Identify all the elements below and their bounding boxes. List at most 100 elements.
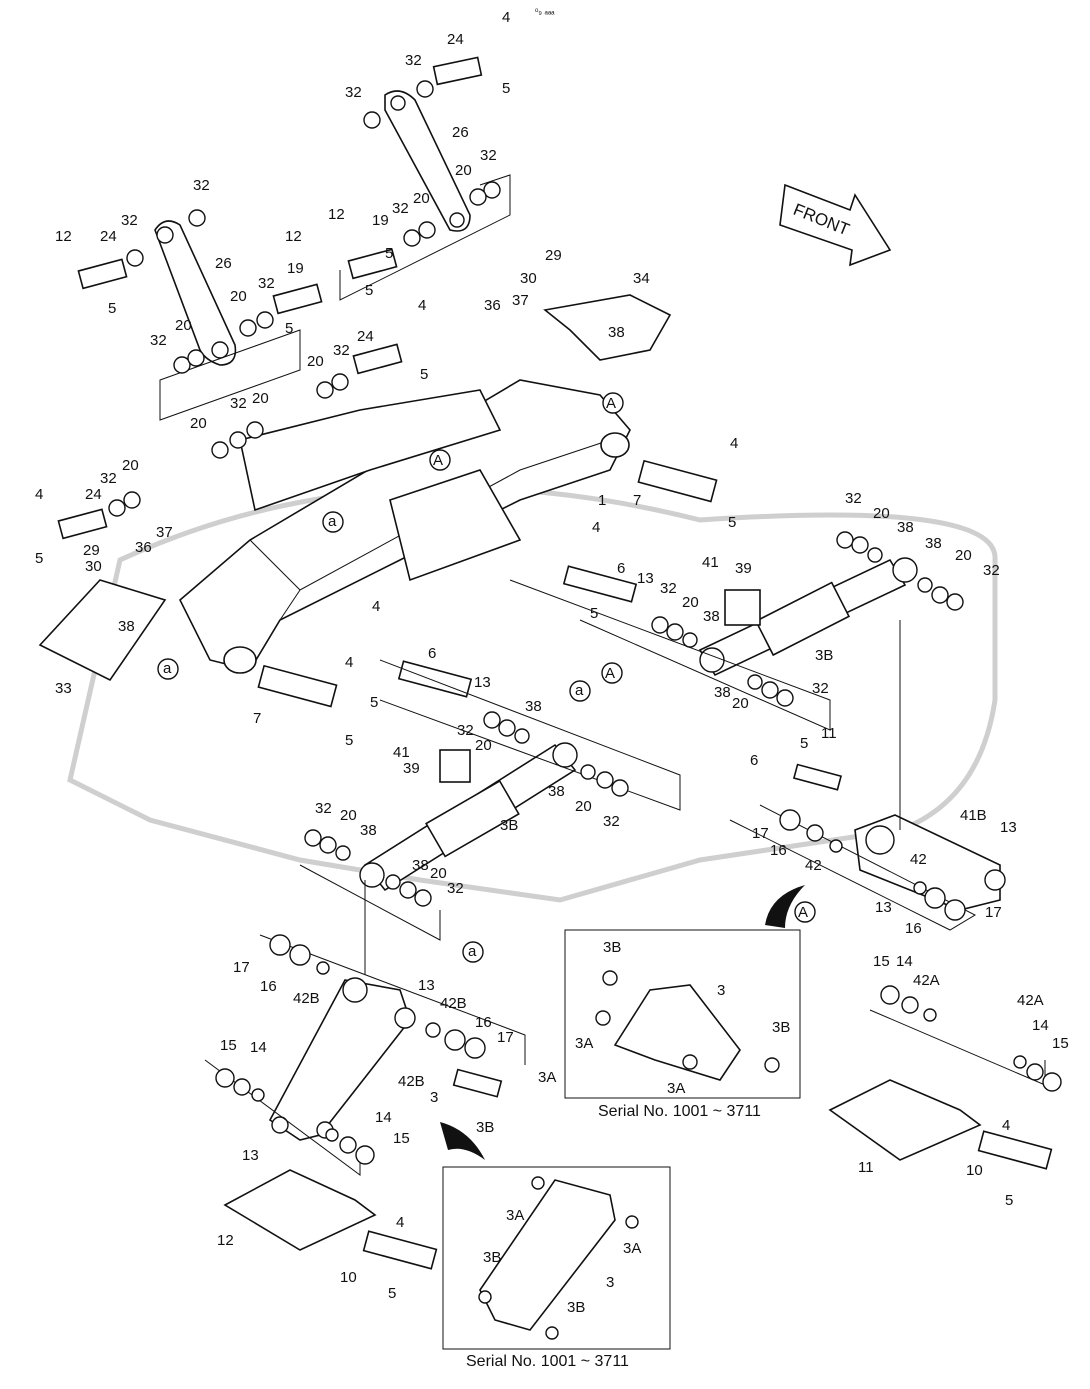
svg-text:13: 13 [1000,819,1017,836]
svg-text:4: 4 [1002,1117,1010,1134]
link-26-right [384,90,471,232]
svg-text:20: 20 [175,317,192,334]
cylinder-4-right [698,557,918,677]
svg-text:11: 11 [858,1159,874,1176]
svg-text:20: 20 [190,415,207,432]
svg-text:5: 5 [35,550,43,567]
svg-text:4: 4 [35,486,43,503]
svg-text:38: 38 [897,519,914,536]
svg-text:32: 32 [392,200,409,217]
svg-text:20: 20 [413,190,430,207]
svg-text:29: 29 [83,542,100,559]
svg-text:42: 42 [910,851,927,868]
svg-text:3A: 3A [538,1069,556,1086]
boom-body [179,379,631,674]
svg-text:17: 17 [497,1029,514,1046]
svg-text:7: 7 [253,710,261,727]
svg-text:4: 4 [396,1214,404,1231]
svg-text:5: 5 [590,605,598,622]
svg-text:29: 29 [545,247,562,264]
svg-text:20: 20 [340,807,357,824]
svg-text:24: 24 [357,328,374,345]
arm-42 [268,977,416,1141]
svg-text:15: 15 [393,1130,410,1147]
svg-text:3A: 3A [575,1035,593,1052]
svg-text:32: 32 [983,562,1000,579]
svg-text:20: 20 [430,865,447,882]
inset-2-caption: Serial No. 1001 ~ 3711 [466,1353,629,1370]
svg-text:3: 3 [606,1274,614,1291]
svg-text:38: 38 [118,618,135,635]
svg-text:5: 5 [285,320,293,337]
svg-text:13: 13 [242,1147,259,1164]
svg-text:5: 5 [388,1285,396,1302]
svg-text:4: 4 [502,9,510,26]
svg-text:32: 32 [315,800,332,817]
svg-text:20: 20 [873,505,890,522]
svg-text:20: 20 [252,390,269,407]
svg-text:A: A [605,665,615,682]
svg-text:20: 20 [307,353,324,370]
svg-text:3A: 3A [623,1240,641,1257]
svg-text:26: 26 [452,124,469,141]
plate-32 [38,579,167,682]
svg-text:A: A [433,452,443,469]
front-arrow-icon: FRONT [779,183,892,267]
svg-text:13: 13 [637,570,654,587]
svg-text:37: 37 [156,524,173,541]
svg-text:38: 38 [412,857,429,874]
link-26-left [154,220,237,366]
svg-text:3B: 3B [772,1019,790,1036]
svg-text:5: 5 [108,300,116,317]
svg-text:A: A [606,395,616,412]
svg-text:5: 5 [502,80,510,97]
svg-text:11: 11 [821,725,837,742]
svg-text:32: 32 [603,813,620,830]
svg-text:26: 26 [215,255,232,272]
part-labels: 4 24 32 32 5 26 32 20 32 20 32 12 19 32 … [35,9,1069,1302]
svg-text:4: 4 [372,598,380,615]
svg-text:1: 1 [598,492,606,509]
svg-text:38: 38 [525,698,542,715]
svg-text:13: 13 [418,977,435,994]
svg-text:19: 19 [372,212,389,229]
svg-text:33: 33 [55,680,72,697]
svg-text:14: 14 [250,1039,267,1056]
svg-text:41B: 41B [960,807,987,824]
svg-text:3: 3 [430,1089,438,1106]
svg-text:39: 39 [403,760,420,777]
svg-text:16: 16 [260,978,277,995]
valve-38-right [724,589,761,626]
svg-text:42: 42 [805,857,822,874]
svg-text:38: 38 [548,783,565,800]
svg-text:17: 17 [233,959,250,976]
plate-14 [223,1169,377,1251]
svg-text:3B: 3B [815,647,833,664]
inset-1-caption: Serial No. 1001 ~ 3711 [598,1103,761,1120]
svg-text:41: 41 [393,744,410,761]
svg-text:5: 5 [800,735,808,752]
svg-text:39: 39 [735,560,752,577]
svg-text:6: 6 [750,752,758,769]
svg-text:38: 38 [360,822,377,839]
svg-text:32: 32 [812,680,829,697]
svg-text:32: 32 [121,212,138,229]
svg-text:42B: 42B [440,995,467,1012]
svg-text:3A: 3A [506,1207,524,1224]
svg-text:32: 32 [333,342,350,359]
arm-41 [854,814,1006,911]
svg-text:5: 5 [420,366,428,383]
svg-text:20: 20 [475,737,492,754]
cylinder-4-left [359,742,578,892]
svg-text:15: 15 [873,953,890,970]
page-mark: ᵒ₉ ₐₐₐ [535,6,555,16]
svg-text:34: 34 [633,270,650,287]
svg-text:A: A [798,904,808,921]
svg-text:32: 32 [100,470,117,487]
svg-text:5: 5 [1005,1192,1013,1209]
svg-text:24: 24 [100,228,117,245]
plate-33 [543,294,672,361]
svg-text:3B: 3B [483,1249,501,1266]
svg-text:24: 24 [447,31,464,48]
